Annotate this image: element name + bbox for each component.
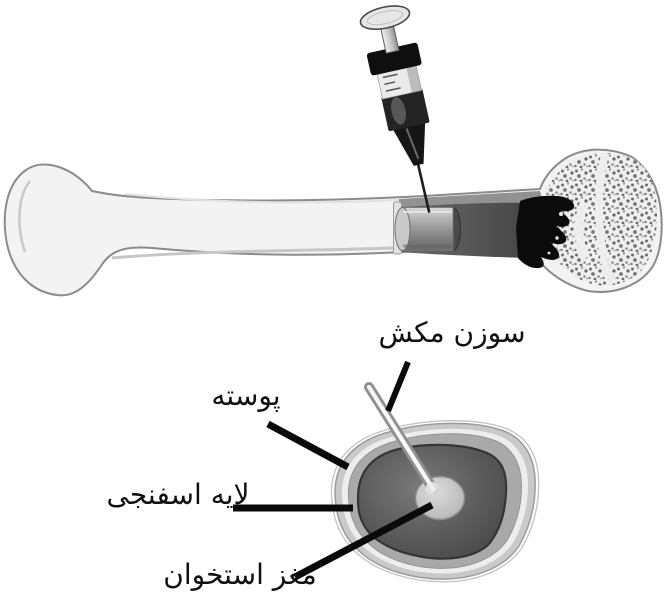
leader-lines xyxy=(233,360,434,581)
syringe-thumb-disc-inner xyxy=(366,10,404,26)
cortex-outer-faint-ring xyxy=(330,420,540,583)
syringe xyxy=(359,5,431,213)
leader-line-bone-marrow xyxy=(293,501,434,581)
long-bone xyxy=(3,148,663,297)
trabecular-hole xyxy=(559,212,563,216)
bone-shaft-lower-shading xyxy=(111,245,421,260)
label-bone-marrow: مغز استخوان xyxy=(163,558,317,591)
bone-cross-section xyxy=(330,382,540,583)
label-suction-needle: سوزن مکش xyxy=(378,316,526,349)
syringe-thumb-disc xyxy=(359,5,411,30)
label-shell: پوسته xyxy=(211,379,281,412)
syringe-collar xyxy=(366,42,422,76)
leader-line-shell xyxy=(266,420,350,471)
epiphysis-smooth-band-left xyxy=(574,202,591,261)
biopsy-plug xyxy=(394,207,461,251)
leader-line-suction-needle xyxy=(385,360,411,413)
trabecular-hole xyxy=(547,251,551,255)
bone-outline xyxy=(3,148,663,297)
syringe-cone-sheen xyxy=(405,128,420,160)
epiphysis-smooth-band-vertical xyxy=(595,153,617,285)
bone-head-shading xyxy=(18,180,32,253)
label-spongy-layer: لایه اسفنجی xyxy=(106,478,250,511)
syringe-graduation-shade xyxy=(405,63,422,93)
trabecular-hole xyxy=(555,236,559,240)
syringe-needle xyxy=(415,158,431,213)
syringe-graduation-ticks xyxy=(382,73,401,92)
aspiration-needle xyxy=(364,382,438,494)
syringe-barrel-sheen xyxy=(391,97,406,125)
